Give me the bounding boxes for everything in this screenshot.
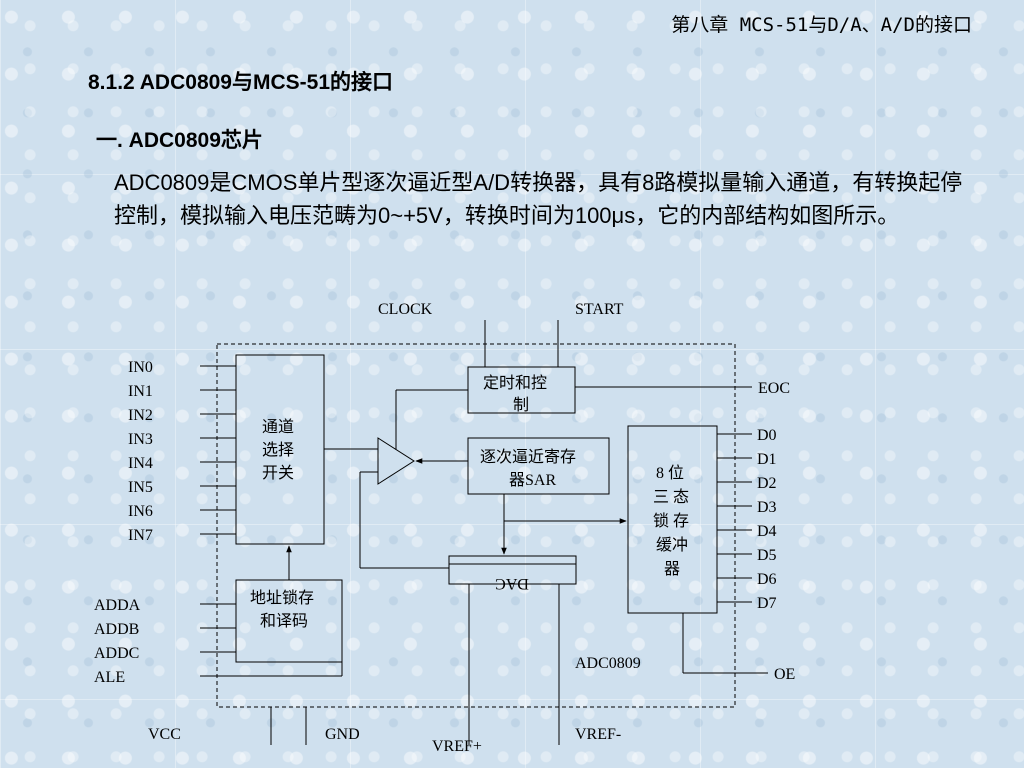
oe-label: OE bbox=[774, 666, 795, 683]
output-d3: D3 bbox=[757, 499, 777, 516]
input-addc: ADDC bbox=[94, 645, 139, 662]
latch-label-4: 缓冲 bbox=[656, 536, 688, 554]
dac-label: DAC bbox=[495, 575, 529, 592]
output-d1: D1 bbox=[757, 451, 777, 468]
chapter-header: 第八章 MCS-51与D/A、A/D的接口 bbox=[671, 14, 972, 36]
vcc-label: VCC bbox=[148, 726, 181, 743]
sar-label-1: 逐次逼近寄存 bbox=[480, 448, 576, 466]
output-d4: D4 bbox=[757, 523, 777, 540]
dac-block bbox=[448, 555, 577, 585]
input-in2: IN2 bbox=[128, 407, 153, 424]
analog-input-lines bbox=[200, 365, 236, 535]
input-addb: ADDB bbox=[94, 621, 139, 638]
input-in4: IN4 bbox=[128, 455, 153, 472]
start-label: START bbox=[575, 301, 624, 318]
data-output-lines bbox=[717, 433, 752, 603]
latch-label-5: 器 bbox=[664, 560, 680, 578]
timing-control-block bbox=[467, 366, 576, 414]
sar-label-2: 器SAR bbox=[509, 471, 556, 489]
output-d5: D5 bbox=[757, 547, 777, 564]
input-in6: IN6 bbox=[128, 503, 153, 520]
description-paragraph: ADC0809是CMOS单片型逐次逼近型A/D转换器，具有8路模拟量输入通道，有… bbox=[114, 170, 963, 228]
output-d2: D2 bbox=[757, 475, 777, 492]
output-d7: D7 bbox=[757, 595, 777, 612]
output-d0: D0 bbox=[757, 427, 777, 444]
input-in7: IN7 bbox=[128, 527, 153, 544]
address-input-lines bbox=[200, 603, 343, 677]
address-latch-label-1: 地址锁存 bbox=[250, 589, 314, 607]
input-in5: IN5 bbox=[128, 479, 153, 496]
gnd-label: GND bbox=[325, 726, 360, 743]
input-adda: ADDA bbox=[94, 597, 141, 614]
clock-label: CLOCK bbox=[378, 301, 433, 318]
input-ale: ALE bbox=[94, 669, 125, 686]
chip-name-label: ADC0809 bbox=[575, 655, 641, 672]
channel-switch-label-2: 选择 bbox=[262, 441, 294, 459]
timing-control-label-1: 定时和控 bbox=[483, 374, 547, 392]
section-title: 8.1.2 ADC0809与MCS-51的接口 bbox=[88, 71, 393, 94]
vref-plus-label: VREF+ bbox=[432, 738, 482, 755]
channel-switch-label-1: 通道 bbox=[262, 418, 294, 436]
latch-label-2: 三 态 bbox=[653, 488, 689, 506]
output-d6: D6 bbox=[757, 571, 777, 588]
sar-block bbox=[467, 437, 610, 495]
channel-switch-label-3: 开关 bbox=[262, 464, 294, 482]
chip-outline bbox=[216, 343, 736, 708]
input-in0: IN0 bbox=[128, 359, 153, 376]
eoc-label: EOC bbox=[758, 380, 790, 397]
latch-label-1: 8 位 bbox=[656, 464, 684, 482]
input-in1: IN1 bbox=[128, 383, 153, 400]
input-in3: IN3 bbox=[128, 431, 153, 448]
timing-control-label-2: 制 bbox=[513, 396, 529, 414]
address-latch-label-2: 和译码 bbox=[260, 612, 308, 630]
subsection-title: 一. ADC0809芯片 bbox=[96, 129, 263, 152]
tristate-latch-block bbox=[627, 425, 718, 614]
vref-minus-label: VREF- bbox=[575, 726, 621, 743]
latch-label-3: 锁 存 bbox=[653, 512, 689, 530]
